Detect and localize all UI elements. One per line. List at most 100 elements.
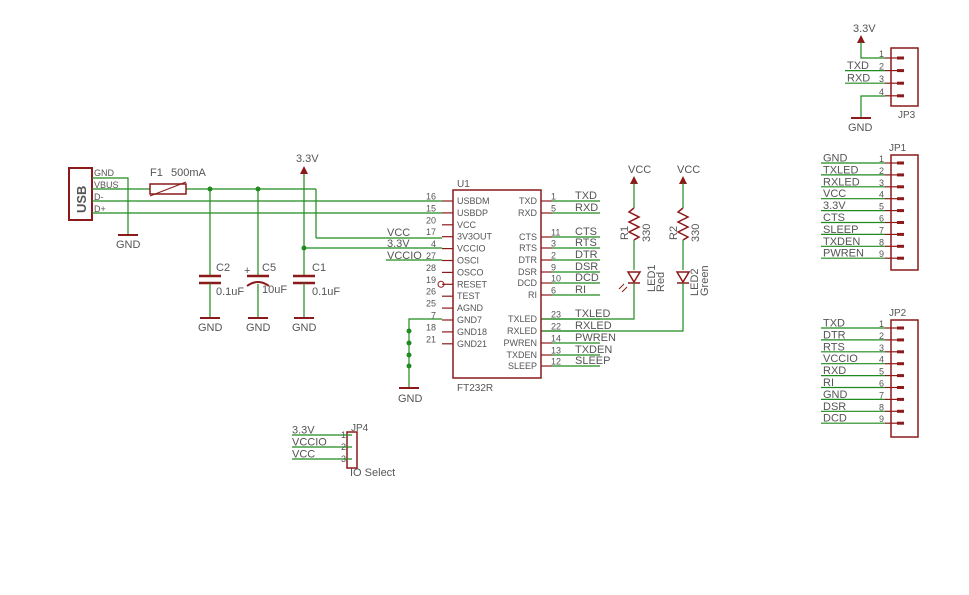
header-pin-number: 3: [879, 343, 884, 353]
header-pin-number: 6: [879, 214, 884, 224]
u1-pin-name: RESET: [457, 279, 488, 289]
usb-pin-gnd: GND: [94, 168, 115, 178]
u1-part: FT232R: [457, 383, 493, 394]
gnd-label-usb: GND: [116, 239, 141, 251]
u1-pin-name: DTR: [519, 255, 538, 265]
header-net-label: RXLED: [823, 176, 860, 188]
u1-pin-name: RXD: [518, 208, 538, 218]
u1-pin-name: VCC: [457, 220, 477, 230]
jp4-pin-number: 3: [341, 454, 346, 464]
r1-supply: VCC: [628, 164, 651, 176]
usb-data-nets: [92, 200, 442, 214]
u1-pin-number: 11: [551, 228, 560, 238]
u1-pin-name: RXLED: [507, 326, 538, 336]
header-pin-number: 9: [879, 249, 884, 259]
u1-net-label: SLEEP: [575, 355, 610, 367]
header-pin-number: 5: [879, 202, 884, 212]
jp4-header: JP4 IO Select: [346, 423, 395, 479]
u1-pin-name: 3V3OUT: [457, 232, 493, 242]
u1-pin-number: 5: [551, 204, 556, 214]
header-pin: [897, 326, 904, 330]
u1-pin-number: 9: [551, 263, 556, 273]
header-pin: [897, 185, 904, 189]
jp3-name: JP3: [898, 110, 916, 121]
header-pin-number: 1: [879, 319, 884, 329]
jp3-gnd: GND: [848, 122, 873, 134]
u1-pin-name: GND21: [457, 339, 487, 349]
u1-pin-number: 23: [551, 310, 561, 320]
fuse-value: 500mA: [171, 167, 207, 179]
usb-connector: USB GND VBUS D- D+: [68, 167, 119, 221]
usb-body: [68, 167, 93, 221]
jp1-pins: 1GND2TXLED3RXLED4VCC53.3V6CTS7SLEEP8TXDE…: [821, 153, 904, 260]
usb-pin-dm: D-: [94, 192, 104, 202]
header-pin: [897, 256, 904, 260]
gnd-symbol-usb: GND: [116, 234, 141, 251]
led2-color: Green: [699, 265, 711, 296]
header-pin-number: 3: [879, 74, 884, 84]
u1-net-label: CTS: [575, 226, 597, 238]
jp4-net-label: VCCIO: [292, 437, 327, 449]
supply-33v-main: 3.3V: [296, 153, 442, 251]
header-net-label: RTS: [823, 341, 845, 353]
header-pin: [897, 209, 904, 213]
u1-pin-name: TEST: [457, 291, 481, 301]
cap-c2-name: C2: [216, 262, 230, 274]
u1-pin-name: OSCO: [457, 267, 484, 277]
reset-pin-circle: [437, 280, 445, 288]
u1-pin-number: 22: [551, 322, 561, 332]
supply-33v-label: 3.3V: [296, 153, 319, 165]
u1-gnd-label: GND: [398, 393, 423, 405]
header-pin-number: 7: [879, 390, 884, 400]
header-pin-number: 2: [879, 166, 884, 176]
header-pin-number: 4: [879, 355, 884, 365]
header-pin: [897, 94, 904, 98]
cap-c5-plus: +: [244, 265, 250, 277]
jp1-name: JP1: [889, 143, 907, 154]
u1-pin-name: RTS: [519, 243, 537, 253]
u1-net-label: DTR: [575, 249, 598, 261]
fuse-name: F1: [150, 167, 163, 179]
u1-pin-name: CTS: [519, 232, 537, 242]
fuse-f1: F1 500mA: [149, 167, 207, 197]
u1-pin-number: 16: [426, 192, 436, 202]
header-net-label: TXD: [847, 60, 869, 72]
header-pin: [897, 397, 904, 401]
led1-name: LED1: [646, 264, 658, 292]
u1-pin-number: 2: [551, 251, 556, 261]
header-net-label: DTR: [823, 329, 846, 341]
u1-pin-number: 1: [551, 192, 556, 202]
header-net-label: GND: [823, 389, 848, 401]
u1-net-33v: 3.3V: [387, 238, 410, 250]
u1-net-label: RXD: [575, 202, 598, 214]
u1-pin-number: 18: [426, 322, 436, 332]
cap-c2-gnd: GND: [198, 322, 223, 334]
header-net-label: PWREN: [823, 248, 864, 260]
jp4-pin-number: 2: [341, 442, 346, 452]
header-net-label: VCC: [823, 188, 846, 200]
header-pin-number: 4: [879, 87, 884, 97]
cap-c1-name: C1: [312, 262, 326, 274]
header-pin-number: 8: [879, 402, 884, 412]
header-pin-number: 8: [879, 237, 884, 247]
jp3-supply: 3.3V: [853, 23, 876, 35]
header-pin: [897, 56, 904, 60]
header-pin-number: 5: [879, 367, 884, 377]
header-net-label: RI: [823, 377, 834, 389]
u1-pin-name: TXDEN: [506, 350, 537, 360]
header-pin: [897, 386, 904, 389]
led-r2-branch: VCC R2 330 LED2 Green: [542, 164, 711, 332]
header-net-label: DCD: [823, 413, 847, 425]
u1-pin-number: 27: [426, 251, 436, 261]
u1-pin-name: TXD: [519, 196, 538, 206]
header-pin: [897, 421, 904, 425]
u1-pin-name: TXLED: [508, 314, 538, 324]
u1-net-label: TXLED: [575, 308, 611, 320]
u1-pin-name: OSCI: [457, 256, 479, 266]
jp2-name: JP2: [889, 308, 907, 319]
header-net-label: TXLED: [823, 164, 859, 176]
header-pin: [897, 374, 904, 378]
u1-pin-name: USBDM: [457, 196, 490, 206]
